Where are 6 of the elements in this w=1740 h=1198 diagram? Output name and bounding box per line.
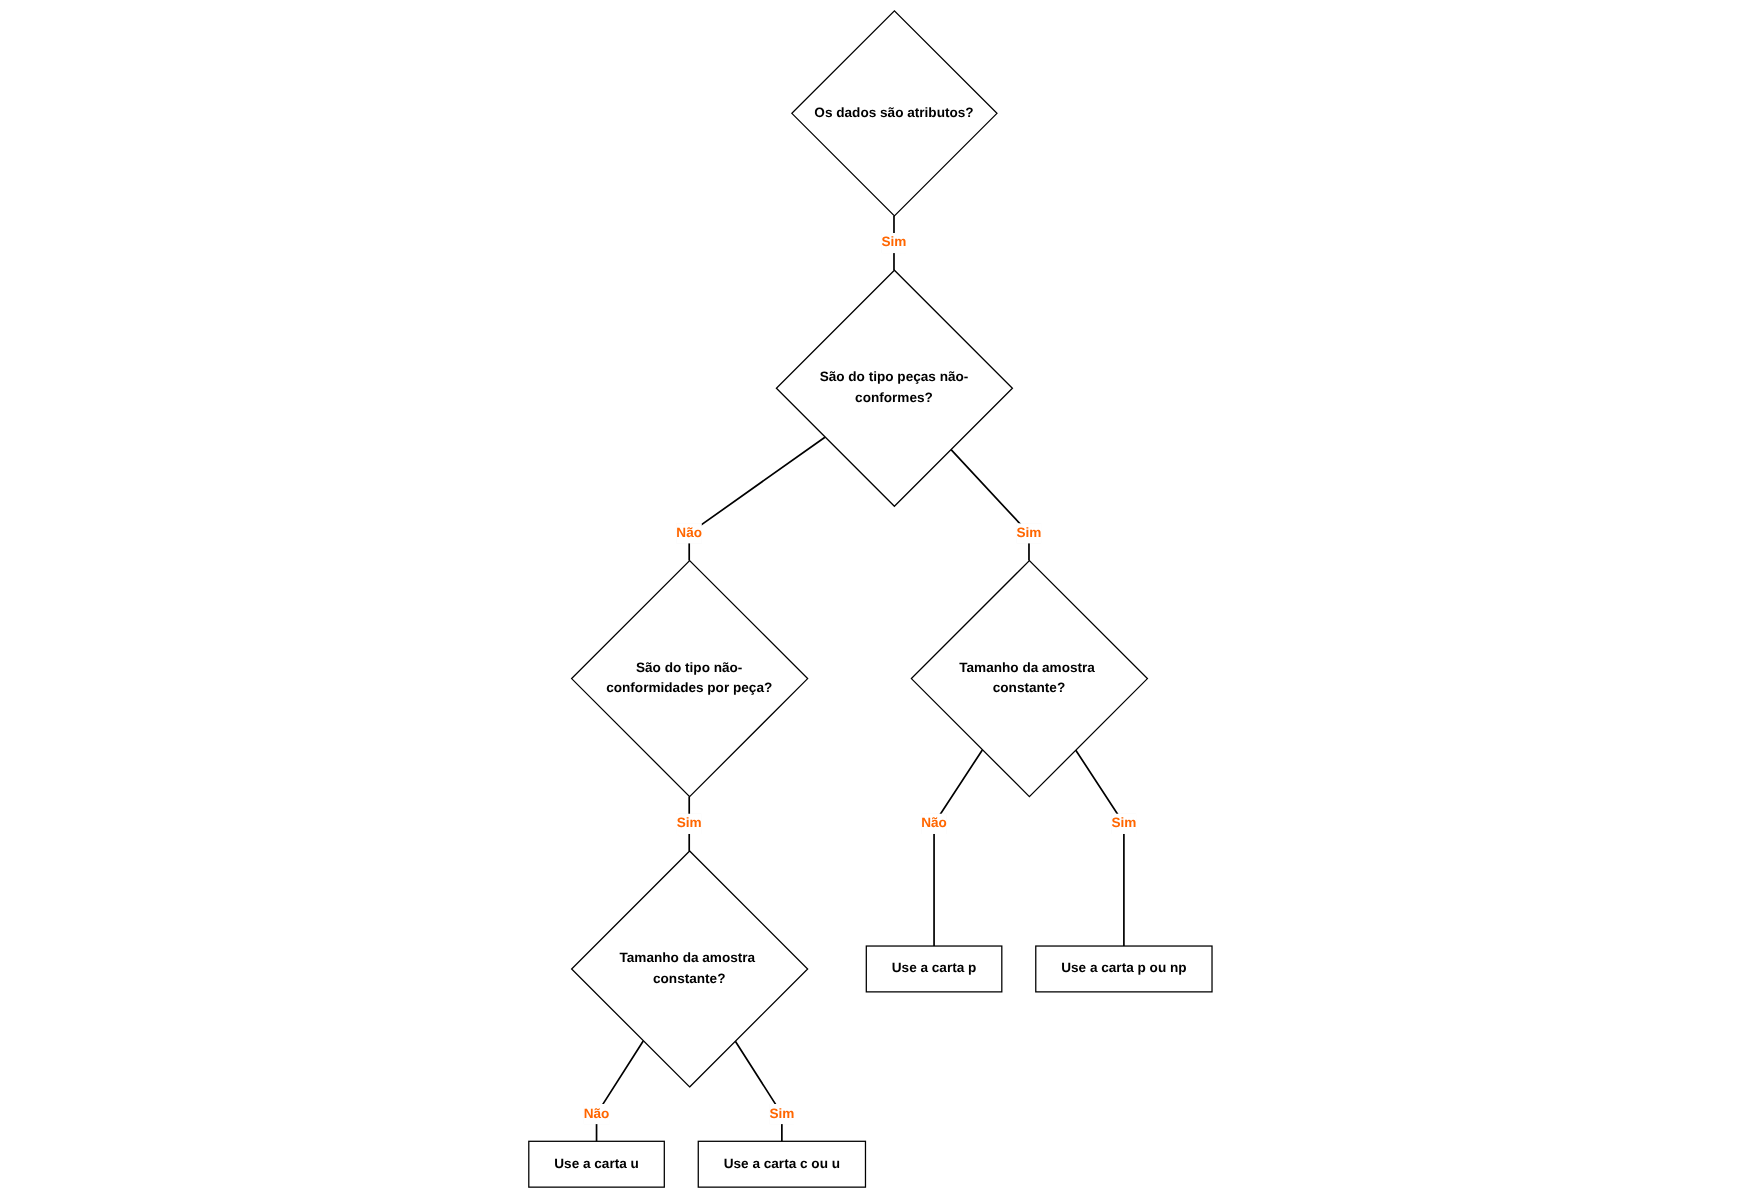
connector xyxy=(687,436,826,562)
connector xyxy=(949,448,1030,562)
connector xyxy=(733,1040,783,1143)
connector xyxy=(1074,749,1125,947)
connector xyxy=(932,749,983,947)
connector xyxy=(595,1040,644,1143)
